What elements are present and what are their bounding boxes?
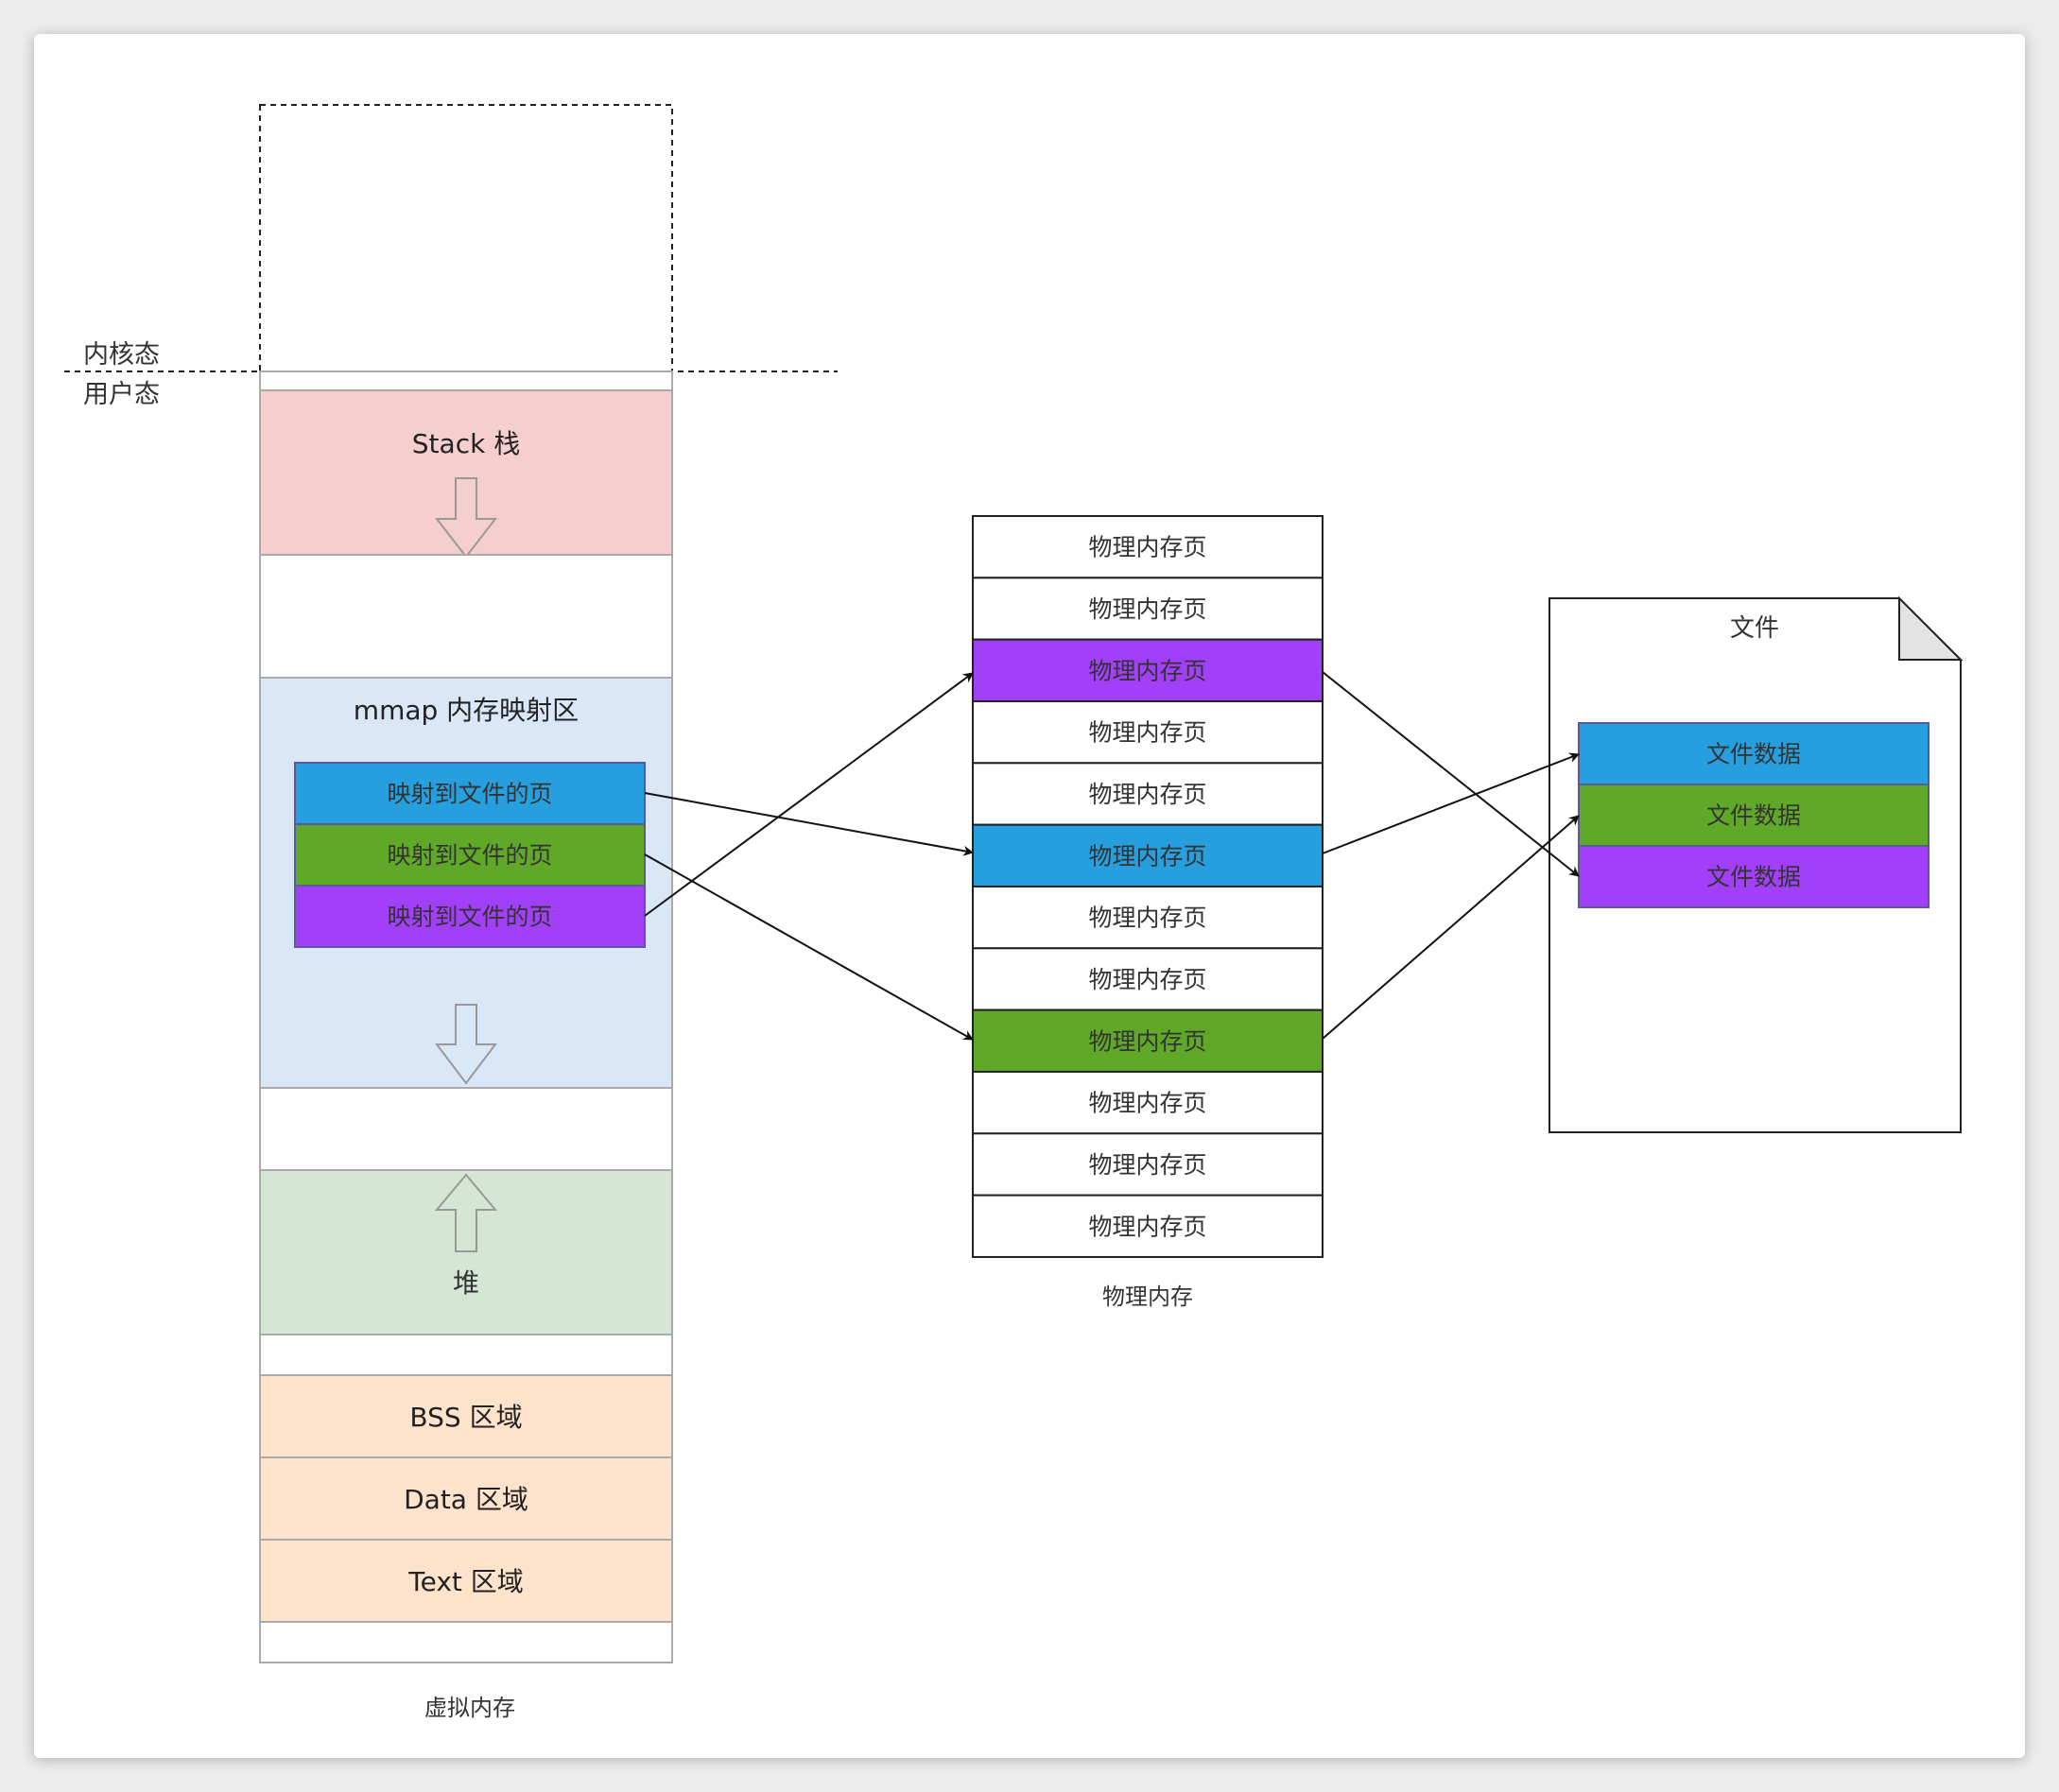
physical-page-4-label: 物理内存页 <box>1088 781 1206 808</box>
physical-memory-column: 物理内存页物理内存页物理内存页物理内存页物理内存页物理内存页物理内存页物理内存页… <box>972 515 1324 1310</box>
physical-page-9-label: 物理内存页 <box>1088 1090 1206 1117</box>
gap-stack-mmap <box>259 554 673 679</box>
arrow-mapped-green-to-physical <box>644 853 974 1041</box>
physical-page-7-box <box>972 947 1324 1011</box>
file-block-0-label: 文件数据 <box>1706 741 1801 768</box>
file-block-1-label: 文件数据 <box>1706 802 1801 830</box>
heap-grow-up-arrow-icon <box>434 1173 498 1252</box>
physical-page-3-box <box>972 699 1324 765</box>
user-mode-label: 用户态 <box>83 380 160 409</box>
arrow-physical-green-to-file <box>1322 815 1580 1040</box>
virtual-memory-caption: 虚拟内存 <box>424 1695 515 1721</box>
mmap-label: mmap 内存映射区 <box>354 695 579 726</box>
file-block-2-box <box>1578 845 1929 908</box>
data-region <box>259 1456 673 1541</box>
physical-page-6-box <box>972 885 1324 950</box>
physical-page-7-label: 物理内存页 <box>1088 966 1206 993</box>
physical-page-10-label: 物理内存页 <box>1088 1151 1206 1179</box>
mapped-page-0-label: 映射到文件的页 <box>387 781 552 808</box>
physical-pages-group: 物理内存页物理内存页物理内存页物理内存页物理内存页物理内存页物理内存页物理内存页… <box>972 515 1324 1258</box>
kernel-space-region <box>259 104 673 372</box>
mapping-arrows <box>644 671 1581 1041</box>
physical-page-11-label: 物理内存页 <box>1088 1213 1206 1240</box>
physical-page-2-label: 物理内存页 <box>1088 657 1206 684</box>
text-region <box>259 1539 673 1623</box>
gap-bottom <box>259 1621 673 1663</box>
physical-page-6-label: 物理内存页 <box>1088 905 1206 932</box>
mapped-page-1-label: 映射到文件的页 <box>387 842 552 870</box>
stack-grow-down-arrow-icon <box>434 477 498 559</box>
physical-page-0-label: 物理内存页 <box>1088 534 1206 561</box>
physical-memory-caption: 物理内存 <box>1102 1284 1193 1310</box>
mmap-grow-down-arrow-icon <box>434 1004 498 1085</box>
physical-page-8-label: 物理内存页 <box>1088 1027 1206 1055</box>
memory-mapping-diagram: 内核态 用户态 Stack 栈 mmap 内存映射区 映射到文件的页映射到文件的… <box>64 104 1964 1721</box>
arrow-mapped-blue-to-physical <box>644 792 975 856</box>
stack-label: Stack 栈 <box>412 428 520 459</box>
file-block-0-box <box>1578 722 1929 785</box>
physical-page-0-box <box>972 515 1324 579</box>
physical-page-2-box <box>972 638 1324 702</box>
data-label: Data 区域 <box>404 1484 528 1515</box>
arrow-mapped-purple-to-physical <box>644 672 974 917</box>
arrow-physical-purple-to-file <box>1322 671 1580 877</box>
gap-mmap-heap <box>259 1087 673 1171</box>
bss-label: BSS 区域 <box>409 1402 522 1433</box>
stack-region <box>259 389 673 556</box>
text-label: Text 区域 <box>407 1566 524 1597</box>
kernel-mode-label: 内核态 <box>83 340 160 370</box>
mapped-page-2-label: 映射到文件的页 <box>387 904 552 931</box>
gap-top <box>259 370 673 391</box>
physical-page-4-box <box>972 762 1324 826</box>
bss-region <box>259 1374 673 1458</box>
physical-page-1-label: 物理内存页 <box>1088 595 1206 623</box>
file-title: 文件 <box>1730 614 1779 643</box>
physical-page-3-label: 物理内存页 <box>1088 719 1206 747</box>
virtual-memory-column: 内核态 用户态 Stack 栈 mmap 内存映射区 映射到文件的页映射到文件的… <box>64 104 838 1721</box>
file-block-2-label: 文件数据 <box>1706 864 1801 891</box>
physical-page-8-box <box>972 1008 1324 1073</box>
physical-page-9-box <box>972 1070 1324 1135</box>
physical-page-11-box <box>972 1194 1324 1258</box>
gap-heap-bss <box>259 1334 673 1376</box>
file-fold-corner <box>1898 595 1964 661</box>
heap-label: 堆 <box>453 1267 479 1299</box>
arrow-physical-blue-to-file <box>1322 752 1581 854</box>
physical-page-5-label: 物理内存页 <box>1088 842 1206 870</box>
mapped-page-2-box <box>294 885 646 948</box>
physical-page-10-box <box>972 1132 1324 1197</box>
diagram-card: 内核态 用户态 Stack 栈 mmap 内存映射区 映射到文件的页映射到文件的… <box>34 34 2025 1758</box>
